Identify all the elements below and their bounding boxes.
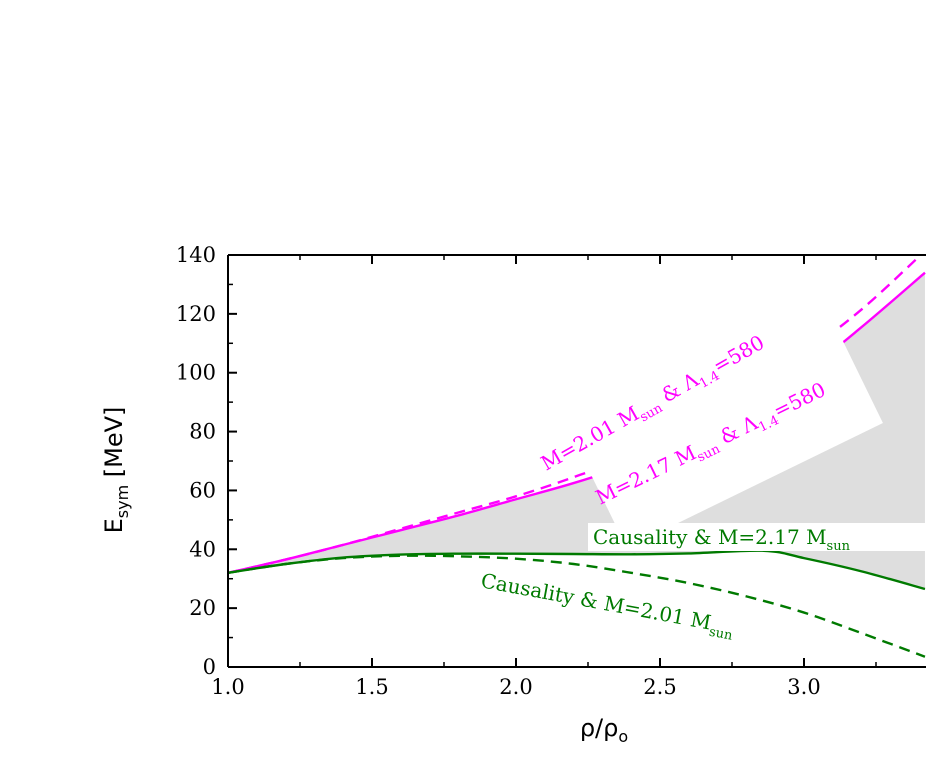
- series-green-dashed: [228, 554, 926, 658]
- x-tick-label: 1.5: [355, 675, 388, 699]
- x-tick-label: 2.0: [499, 675, 532, 699]
- y-tick-label: 100: [176, 361, 216, 385]
- shaded-band: [228, 272, 925, 590]
- x-tick-label: 1.0: [211, 675, 244, 699]
- y-tick-label: 140: [176, 243, 216, 267]
- y-axis-label: Esym [MeV]: [100, 407, 132, 534]
- x-tick-label: 2.5: [643, 675, 676, 699]
- y-tick-label: 40: [189, 537, 216, 561]
- y-tick-label: 120: [176, 302, 216, 326]
- y-tick-label: 80: [189, 420, 216, 444]
- y-tick-label: 60: [189, 478, 216, 502]
- annotation-green-solid: Causality & M=2.17 Msun: [593, 525, 851, 554]
- y-tick-label: 20: [189, 596, 216, 620]
- annotation-bg-magenta-solid: [579, 325, 883, 548]
- y-tick-label: 0: [203, 655, 216, 679]
- x-axis-label: ρ/ρo: [580, 714, 628, 746]
- x-tick-label: 3.0: [787, 675, 820, 699]
- annotation-green-dashed: Causality & M=2.01 Msun: [478, 568, 737, 643]
